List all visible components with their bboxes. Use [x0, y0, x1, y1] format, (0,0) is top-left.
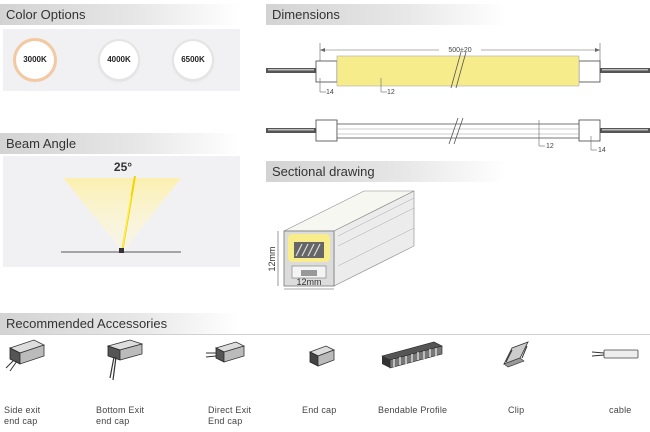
accessories-divider — [0, 334, 650, 335]
accessory-label-direct-exit: Direct Exit End cap — [208, 405, 252, 426]
beam-angle-header: Beam Angle — [0, 133, 240, 154]
accessories-title: Recommended Accessories — [6, 316, 168, 331]
side-exit-end-cap-icon — [5, 339, 46, 372]
accessory-label-bottom-exit: Bottom Exit end cap — [96, 405, 145, 426]
sectional-drawing-header: Sectional drawing — [266, 161, 506, 182]
width-dimension-top: 14 — [326, 89, 334, 96]
accessory-label-side-exit: Side exit end cap — [4, 405, 41, 426]
length-dimension: 500±20 — [448, 47, 471, 54]
section-height: 12mm — [267, 246, 277, 271]
direct-exit-end-cap-icon — [205, 341, 246, 363]
color-swatch-3000k[interactable]: 3000K — [16, 41, 54, 79]
accessory-label-end-cap: End cap — [302, 405, 337, 415]
dimensions-header: Dimensions — [266, 4, 506, 25]
color-swatch-label: 3000K — [23, 55, 47, 64]
dimensions-drawing: 500±20 14 12 12 — [266, 43, 650, 154]
section-width: 12mm — [296, 277, 321, 287]
height-dimension-top: 12 — [387, 89, 395, 96]
bendable-profile-icon — [381, 341, 443, 369]
accessories-header: Recommended Accessories — [0, 313, 240, 334]
accessory-label-cable: cable — [609, 405, 632, 415]
color-options-header: Color Options — [0, 4, 240, 25]
cable-icon — [591, 349, 639, 359]
color-swatch-6500k[interactable]: 6500K — [174, 41, 212, 79]
beam-angle-diagram: 25° — [61, 160, 181, 253]
height-dimension-side: 12 — [546, 143, 554, 150]
end-cap-icon — [309, 345, 335, 367]
sectional-drawing-title: Sectional drawing — [272, 164, 375, 179]
strip-side-view: 12 14 — [266, 117, 650, 154]
dimensions-title: Dimensions — [272, 7, 340, 22]
color-swatch-label: 4000K — [107, 55, 131, 64]
accessory-label-bendable-profile: Bendable Profile — [378, 405, 448, 415]
clip-icon — [503, 341, 529, 368]
beam-angle-value: 25° — [114, 160, 132, 174]
bottom-exit-end-cap-icon — [106, 339, 144, 381]
sectional-drawing: 12mm 12mm — [267, 190, 415, 290]
color-options-title: Color Options — [6, 7, 86, 22]
accessory-label-clip: Clip — [508, 405, 525, 415]
color-swatch-label: 6500K — [181, 55, 205, 64]
strip-top-view: 500±20 14 12 — [266, 43, 650, 96]
color-swatch-4000k[interactable]: 4000K — [100, 41, 138, 79]
beam-angle-title: Beam Angle — [6, 136, 77, 151]
width-dimension-side: 14 — [598, 147, 606, 154]
